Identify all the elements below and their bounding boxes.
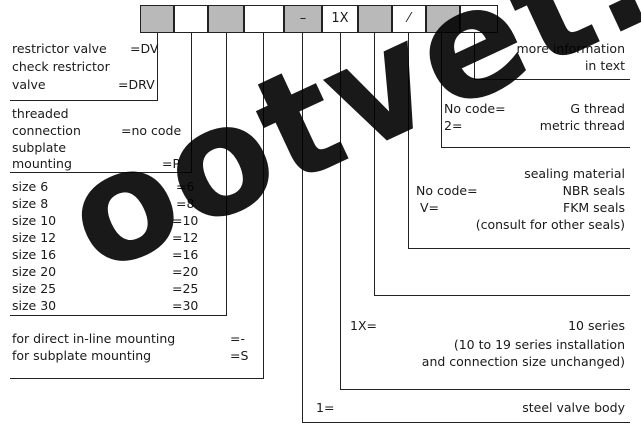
mounting-code-2: =S [230,348,249,363]
code-box-10 [460,5,498,33]
thread-code-1: No code= [444,101,506,116]
size-code-16: =16 [172,247,199,262]
mounting-code-1: =- [230,331,245,346]
connection-label-1: threaded [12,106,69,121]
seals-label-2: FKM seals [563,200,625,215]
valve-type-code-3: =DRV [118,77,155,92]
leader-size-h [10,315,227,316]
size-label-30: size 30 [12,298,57,313]
leader-body-v [302,33,303,423]
leader-mounting-v [263,33,264,379]
code-box-1 [140,5,174,33]
size-code-12: =12 [172,230,199,245]
leader-mounting-h [10,378,264,379]
series-code: 1X= [350,318,377,333]
leader-box7-h [374,295,630,296]
code-box-9 [426,5,460,33]
size-code-10: =10 [172,213,199,228]
code-box-7 [358,5,392,33]
code-box-2 [174,5,208,33]
leader-seals-v [408,33,409,249]
seals-code-2: V= [420,200,440,215]
thread-code-2: 2= [444,118,463,133]
more-info-line-1: more information [516,41,626,56]
size-code-30: =30 [172,298,199,313]
connection-label-3: subplate [12,140,67,155]
leader-connection-h [10,172,192,173]
more-info-line-2: in text [584,58,625,73]
thread-label-1: G thread [570,101,625,116]
mounting-label-2: for subplate mounting [12,348,152,363]
leader-info-h [474,79,630,80]
seals-note: (consult for other seals) [475,217,625,232]
leader-series-h [340,389,630,390]
body-code: 1= [316,400,335,415]
connection-label-2: connection [12,123,81,138]
size-label-25: size 25 [12,281,57,296]
code-box-4 [244,5,284,33]
size-label-20: size 20 [12,264,57,279]
leader-thread-h [441,147,630,148]
body-label: steel valve body [522,400,625,415]
valve-type-label-2: check restrictor [12,59,110,74]
series-note-2: and connection size unchanged) [421,354,625,369]
leader-body-h [302,422,630,423]
size-code-25: =25 [172,281,199,296]
connection-code-2: =no code [121,123,182,138]
code-box-5: – [284,5,322,33]
series-label: 10 series [568,318,625,333]
size-code-20: =20 [172,264,199,279]
thread-label-2: metric thread [539,118,625,133]
leader-valve-type-v [157,33,158,101]
mounting-label-1: for direct in-line mounting [12,331,176,346]
code-box-6: 1X [322,5,358,33]
code-box-8: ⁄ [392,5,426,33]
size-label-6: size 6 [12,179,49,194]
size-label-8: size 8 [12,196,49,211]
series-note-1: (10 to 19 series installation [453,337,625,352]
size-code-8: =8 [176,196,195,211]
leader-info-v [474,33,475,80]
size-code-6: =6 [176,179,195,194]
leader-connection-v [191,33,192,173]
code-box-3 [208,5,244,33]
connection-code-4: =P [162,156,181,171]
leader-size-v [226,33,227,316]
leader-thread-v [441,33,442,148]
size-label-12: size 12 [12,230,57,245]
seals-title: sealing material [524,166,625,181]
size-label-10: size 10 [12,213,57,228]
connection-label-4: mounting [12,156,72,171]
size-label-16: size 16 [12,247,57,262]
seals-label-1: NBR seals [562,183,625,198]
leader-box7-v [374,33,375,296]
leader-valve-type-h [10,100,158,101]
leader-series-v [340,33,341,390]
valve-type-label-1: restrictor valve [12,41,107,56]
seals-code-1: No code= [416,183,478,198]
valve-type-code-1: =DV [130,41,159,56]
leader-seals-h [408,248,630,249]
valve-type-label-3: valve [12,77,46,92]
